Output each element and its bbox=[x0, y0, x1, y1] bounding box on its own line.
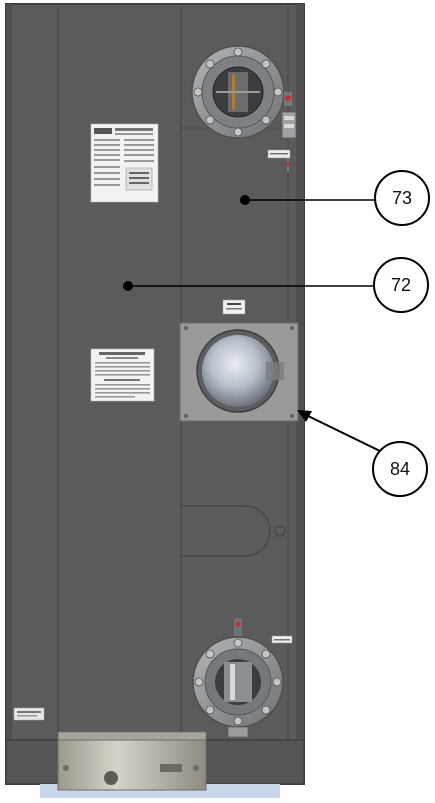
callout-72: 72 bbox=[123, 257, 429, 313]
callout-84-arrowhead bbox=[297, 410, 312, 422]
cabinet-right-rail bbox=[296, 4, 304, 784]
info-label-lower bbox=[90, 348, 155, 402]
callout-84-label: 84 bbox=[390, 459, 410, 479]
callout-73-bubble bbox=[374, 170, 430, 226]
info-label-upper bbox=[90, 123, 159, 203]
nameplate-bottom-left bbox=[13, 707, 45, 721]
side-bracket bbox=[181, 505, 286, 557]
flange-bolts bbox=[193, 47, 283, 137]
callout-84: 84 bbox=[297, 410, 428, 497]
callout-72-bubble bbox=[373, 257, 429, 313]
callout-84-leader bbox=[303, 413, 383, 453]
flange-bolts-bottom bbox=[194, 638, 282, 726]
side-viewport bbox=[179, 299, 299, 422]
base-plate bbox=[57, 731, 207, 791]
callout-73-label: 73 bbox=[392, 188, 412, 208]
top-flange-nozzle bbox=[191, 45, 285, 139]
bottom-flange-nozzle bbox=[192, 618, 293, 738]
callout-73: 73 bbox=[240, 170, 430, 226]
callout-84-bubble bbox=[372, 441, 428, 497]
callout-72-label: 72 bbox=[391, 275, 411, 295]
cabinet-left-rail bbox=[6, 4, 12, 784]
sight-gauge bbox=[267, 92, 297, 172]
